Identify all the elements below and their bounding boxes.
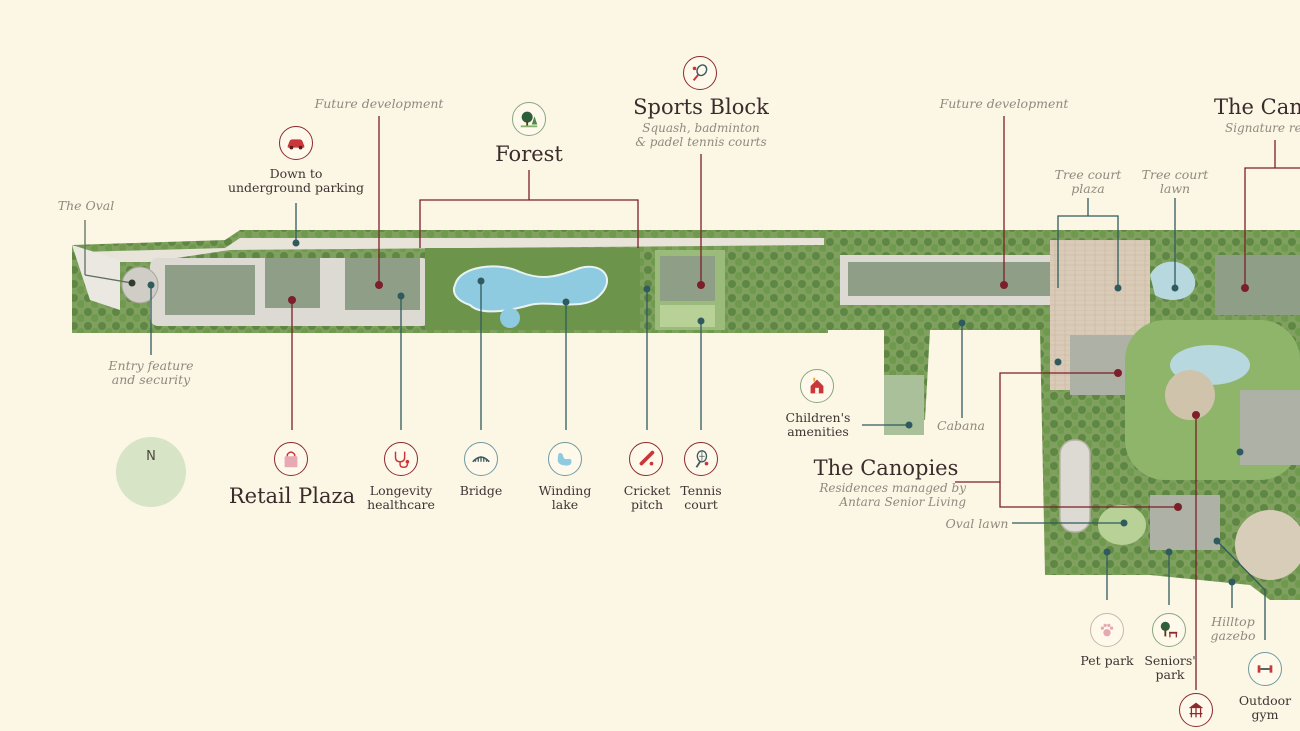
seniors-park-label: Seniors'park [1144,653,1196,682]
west-strip [72,230,828,333]
cricket-bat-icon [629,442,663,476]
forest-title: Forest [495,142,563,166]
oval-lawn-label: Oval lawn [945,516,1009,531]
shopping-bag-icon [274,442,308,476]
future-development-label-2: Future development [939,96,1069,111]
car-icon [279,126,313,160]
the-canopies-title: The Canopies [813,456,959,480]
retail-plaza-title: Retail Plaza [228,484,356,508]
playhouse-icon [800,369,834,403]
stethoscope-icon [384,442,418,476]
sports-block-title: Sports Block [633,95,769,119]
forest-icon [512,102,546,136]
bridge-label: Bridge [459,483,503,498]
compass-label: N [146,449,156,464]
marker-dots [128,239,1249,586]
sports-block-subtitle: Squash, badminton& padel tennis courts [635,121,767,149]
north-compass: N [116,437,186,507]
gazebo-icon [1179,693,1213,727]
cabana-label: Cabana [937,418,985,433]
east-complex [826,230,1300,600]
bench-icon [1152,613,1186,647]
pet-park-label: Pet park [1080,653,1134,668]
the-oval-label: The Oval [57,198,115,213]
the-canopies-top-title: The Canc [1214,95,1300,119]
leader-lines [84,116,1300,690]
dumbbell-icon [1248,652,1282,686]
future-development-label-1: Future development [314,96,444,111]
tennis-icon [684,442,718,476]
paw-icon [1090,613,1124,647]
lake-icon [548,442,582,476]
bridge-icon [464,442,498,476]
tennis-racket-icon [683,56,717,90]
the-canopies-top-subtitle: Signature resi [1225,121,1300,135]
